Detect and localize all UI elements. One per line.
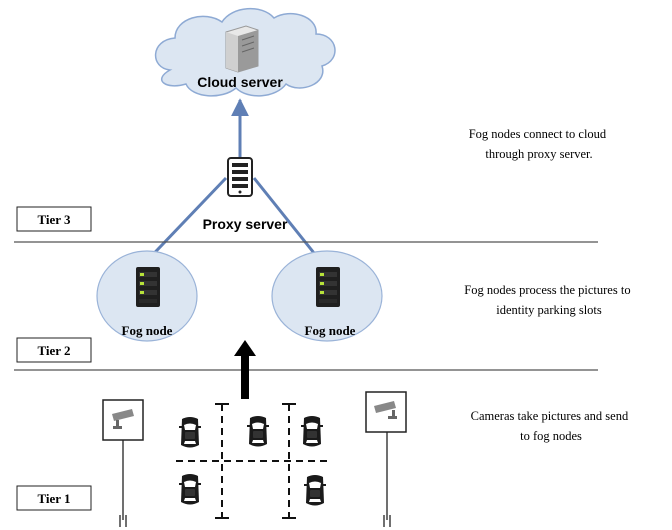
tower-server-icon — [225, 25, 259, 73]
proxy-server-label: Proxy server — [203, 216, 288, 232]
camera-left — [102, 399, 144, 527]
tier1-description-line1: Cameras take pictures and send — [471, 409, 629, 423]
tier-1-label: Tier 1 — [37, 491, 70, 506]
car-top-view-icon — [247, 416, 269, 447]
tier1-description-line2: to fog nodes — [520, 429, 582, 443]
cctv-camera-icon — [374, 401, 397, 419]
car-top-view-icon — [179, 474, 201, 505]
fog-node-left: Fog node — [96, 250, 198, 342]
tier-1-box: Tier 1 — [16, 485, 92, 511]
server-rack-icon — [227, 157, 253, 197]
parking-lot — [176, 403, 330, 519]
server-rack-icon — [316, 267, 340, 307]
tier-2-box: Tier 2 — [16, 337, 92, 363]
tier3-description-line2: through proxy server. — [485, 147, 592, 161]
upload-arrow — [234, 340, 256, 399]
car-top-view-icon — [304, 475, 326, 506]
fog-node-left-label: Fog node — [122, 323, 173, 338]
tier2-description: Fog nodes process the pictures to identi… — [464, 283, 633, 317]
tier2-description-line1: Fog nodes process the pictures to — [464, 283, 630, 297]
car-top-view-icon — [301, 416, 323, 447]
tier-3-box: Tier 3 — [16, 206, 92, 232]
server-rack-icon — [136, 267, 160, 307]
cctv-camera-icon — [112, 409, 134, 429]
tier3-description: Fog nodes connect to cloud through proxy… — [469, 127, 610, 161]
tier-2-label: Tier 2 — [37, 343, 70, 358]
fog-node-right: Fog node — [271, 250, 383, 342]
tier1-description: Cameras take pictures and send to fog no… — [471, 409, 632, 443]
camera-right — [365, 391, 407, 527]
car-top-view-icon — [179, 417, 201, 448]
tier2-description-line2: identity parking slots — [496, 303, 602, 317]
fog-node-right-label: Fog node — [305, 323, 356, 338]
tier3-description-line1: Fog nodes connect to cloud — [469, 127, 607, 141]
cloud-server-label: Cloud server — [197, 74, 283, 90]
tier-3-label: Tier 3 — [37, 212, 71, 227]
